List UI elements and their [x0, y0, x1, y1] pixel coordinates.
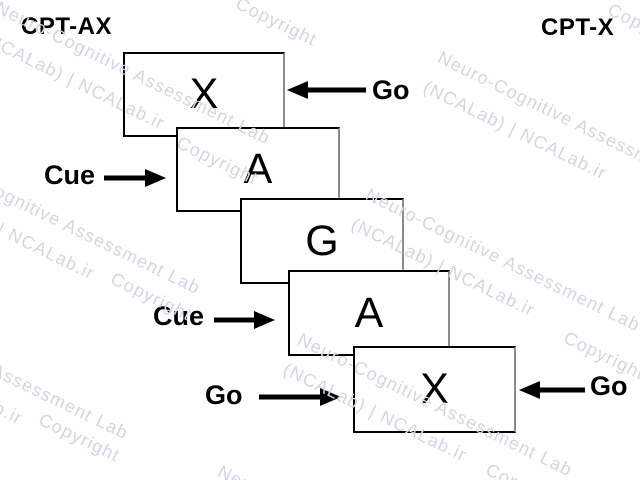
label-go-top: Go — [372, 75, 410, 105]
stimulus-letter-2: A — [243, 145, 273, 193]
cue-arrow-2-icon — [214, 311, 275, 329]
stimulus-letter-4: A — [354, 288, 384, 337]
stimulus-card-4: A — [288, 270, 450, 356]
watermark-line2: (NCALab) | NCALab.ir — [420, 77, 611, 184]
watermark-line1: Neuro-Cognitive Assessment Lab — [434, 47, 640, 198]
label-cue-2: Cue — [153, 301, 205, 331]
stimulus-card-1: X — [123, 52, 285, 137]
label-go-bottom-right: Go — [590, 371, 628, 401]
watermark-line2: (NCALab) | NCALab.ir — [0, 322, 27, 429]
watermark-block: Neuro-Cognitive Assessment Lab (NCALab) … — [0, 287, 134, 479]
go-arrow-bottom-right-icon — [519, 381, 585, 399]
stimulus-card-5: X — [353, 346, 516, 433]
label-go-bottom-left: Go — [205, 380, 243, 410]
title-cpt-ax: CPT-AX — [21, 13, 113, 40]
watermark-block: Neuro-Cognitive Assessment Lab (NCALab) … — [417, 42, 640, 234]
watermark-line1: Neuro-Cognitive Assessment Lab — [0, 292, 132, 444]
cue-arrow-1-icon — [104, 169, 166, 187]
watermark-copyright: Copyright — [480, 454, 573, 480]
stimulus-letter-3: G — [305, 216, 339, 265]
watermark-copyright: Copyright — [232, 0, 321, 50]
label-cue-1: Cue — [44, 160, 96, 190]
stimulus-card-2: A — [176, 127, 340, 212]
go-arrow-top-icon — [287, 81, 366, 99]
watermark-line1: Neuro-Cognitive Assessment Lab — [212, 456, 499, 480]
watermark-copyright: Copyright — [35, 409, 124, 466]
stimulus-letter-1: X — [189, 70, 219, 118]
title-cpt-x: CPT-X — [541, 14, 615, 41]
watermark-block: Neuro-Cognitive Assessment Lab (NCALab) … — [197, 456, 498, 480]
go-arrow-bottom-left-icon — [259, 388, 341, 406]
stimulus-letter-5: X — [420, 365, 449, 413]
